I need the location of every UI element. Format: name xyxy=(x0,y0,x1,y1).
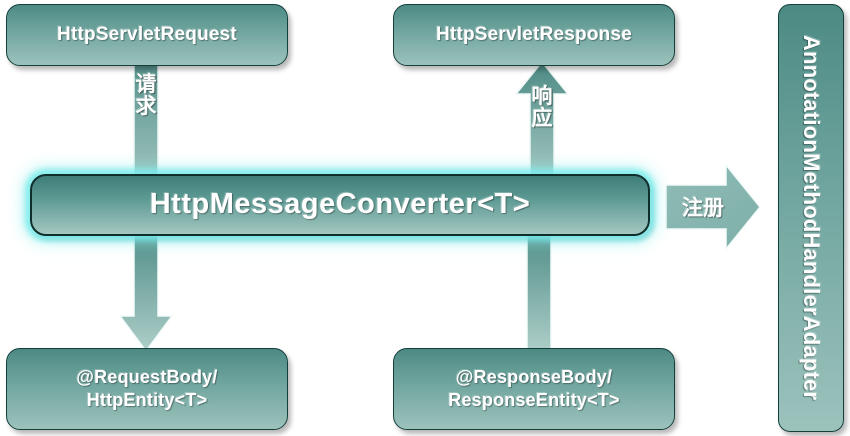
arrow-register-right xyxy=(665,162,762,252)
node-request-body[interactable]: @RequestBody/ HttpEntity<T> xyxy=(6,348,288,430)
node-http-servlet-response[interactable]: HttpServletResponse xyxy=(393,4,675,66)
arrow-request-shaft xyxy=(126,61,166,181)
node-annotation-method-handler-adapter[interactable]: AnnotationMethodHandlerAdapter xyxy=(778,4,844,432)
node-label: @ResponseBody/ ResponseEntity<T> xyxy=(448,366,620,410)
arrow-from-response-body-shaft xyxy=(519,229,559,353)
arrow-response-up xyxy=(512,60,572,181)
node-label: HttpServletResponse xyxy=(436,23,632,45)
node-http-servlet-request[interactable]: HttpServletRequest xyxy=(6,4,288,66)
node-label: HttpMessageConverter<T> xyxy=(149,188,531,221)
node-label: HttpServletRequest xyxy=(57,23,237,45)
node-http-message-converter[interactable]: HttpMessageConverter<T> xyxy=(30,174,650,236)
node-label: AnnotationMethodHandlerAdapter xyxy=(799,35,825,401)
arrow-to-request-body-down xyxy=(118,229,174,353)
node-label: @RequestBody/ HttpEntity<T> xyxy=(76,366,218,410)
node-response-body[interactable]: @ResponseBody/ ResponseEntity<T> xyxy=(393,348,675,430)
